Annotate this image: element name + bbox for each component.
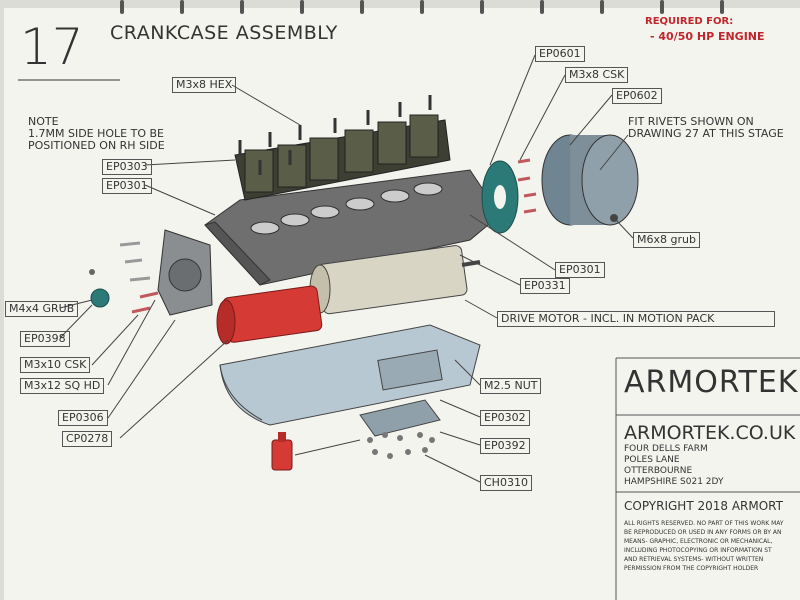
callout-m25-nut: M2.5 NUT [480, 378, 542, 394]
copyright: COPYRIGHT 2018 ARMORT [624, 499, 783, 513]
binder-ring [600, 0, 604, 14]
rights-line: BE REPRODUCED OR USED IN ANY FORMS OR BY… [624, 529, 782, 536]
binder-ring [180, 0, 184, 14]
cylinder-head [234, 114, 451, 201]
sheet-number: 17 [20, 18, 84, 76]
lower-crankcase [219, 324, 481, 426]
red-motor-housing [216, 285, 323, 345]
rights-line: AND RETRIEVAL SYSTEMS- WITHOUT WRITTEN [624, 556, 764, 563]
threadlock-bottle [271, 432, 293, 471]
callout-m3x10-csk: M3x10 CSK [20, 357, 91, 373]
callout-ep0301: EP0301 [102, 178, 152, 194]
rights-line: INCLUDING PHOTOCOPYING OR INFORMATION ST [624, 547, 772, 554]
address-line: OTTERBOURNE [624, 466, 693, 476]
flywheel [541, 134, 639, 226]
callout-ep0303: EP0303 [102, 159, 152, 175]
binder-ring [480, 0, 484, 14]
drive-disc [481, 160, 519, 234]
binder-ring [720, 0, 724, 14]
bottom-plate [359, 399, 441, 437]
callout-m3x12-sq-hd: M3x12 SQ HD [20, 378, 105, 394]
note-line: 1.7MM SIDE HOLE TO BE [28, 127, 164, 140]
callout-m4x4-grub: M4x4 GRUB [5, 301, 79, 317]
binder-ring [360, 0, 364, 14]
required-value: - 40/50 HP ENGINE [650, 30, 765, 43]
rights-line: ALL RIGHTS RESERVED. NO PART OF THIS WOR… [624, 520, 784, 527]
binder-ring [240, 0, 244, 14]
required-label: REQUIRED FOR: [645, 16, 734, 27]
callout-ep0398: EP0398 [20, 331, 70, 347]
note-line: POSITIONED ON RH SIDE [28, 139, 165, 152]
binder-ring [120, 0, 124, 14]
callout-ep0306: EP0306 [58, 410, 108, 426]
callout-m6x8-grub: M6x8 grub [633, 232, 700, 248]
callout-drive-motor: DRIVE MOTOR - INCL. IN MOTION PACK [497, 311, 775, 327]
callout-m3x8-hex: M3x8 HEX [172, 77, 237, 93]
binder-ring [540, 0, 544, 14]
binder-ring [660, 0, 664, 14]
callout-cp0278: CP0278 [62, 431, 113, 447]
address-line: POLES LANE [624, 455, 680, 465]
callout-ep0392: EP0392 [480, 438, 530, 454]
callout-ep0601: EP0601 [535, 46, 585, 62]
binder-ring [300, 0, 304, 14]
rivets-note-line: FIT RIVETS SHOWN ON [628, 115, 754, 128]
rights-line: MEANS- GRAPHIC, ELECTRONIC OR MECHANICAL… [624, 538, 773, 545]
callout-ep0331: EP0331 [520, 278, 570, 294]
website: ARMORTEK.CO.UK [624, 422, 796, 444]
rights-line: PERMISSION FROM THE COPYRIGHT HOLDER [624, 565, 759, 572]
brand-logo: ARMORTEK [624, 365, 799, 400]
callout-ep0301-b: EP0301 [555, 262, 605, 278]
end-plate-left [157, 229, 213, 316]
page-title: CRANKCASE ASSEMBLY [110, 22, 338, 44]
address-line: HAMPSHIRE S021 2DY [624, 477, 724, 487]
rivets-note-line: DRAWING 27 AT THIS STAGE [628, 127, 784, 140]
address-line: FOUR DELLS FARM [624, 444, 708, 454]
crankcase-block [204, 169, 501, 286]
note-line: NOTE [28, 115, 59, 128]
callout-ep0302: EP0302 [480, 410, 530, 426]
callout-ch0310: CH0310 [480, 475, 532, 491]
callout-ep0602: EP0602 [612, 88, 662, 104]
callout-m3x8-csk: M3x8 CSK [565, 67, 629, 83]
binder-ring [420, 0, 424, 14]
